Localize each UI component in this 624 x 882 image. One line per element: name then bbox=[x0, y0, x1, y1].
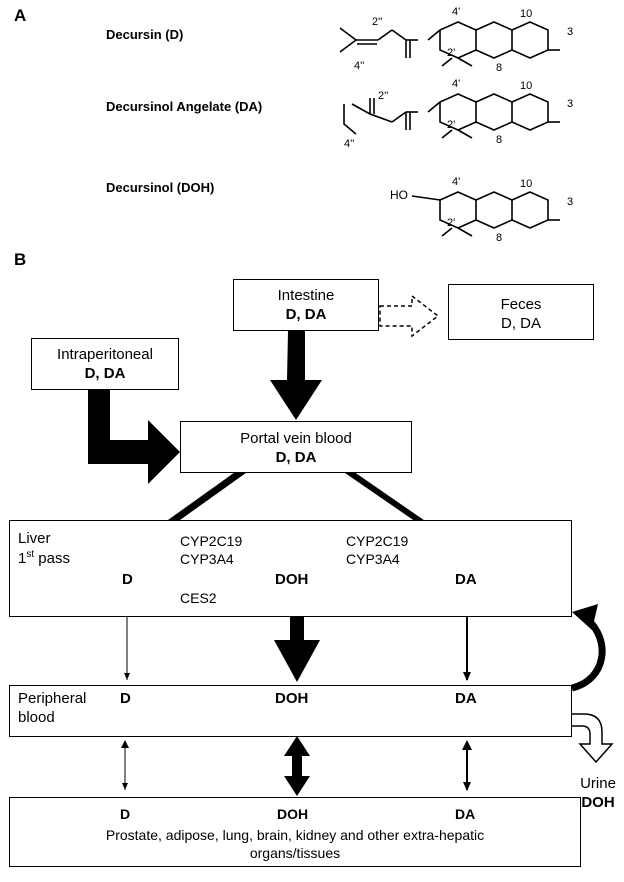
enzyme-label-ces2: CES2 bbox=[180, 590, 217, 606]
intraperitoneal-title: Intraperitoneal bbox=[57, 346, 153, 363]
intraperitoneal-content: D, DA bbox=[84, 365, 126, 382]
intestine-to-portal-arrow bbox=[270, 331, 322, 420]
liver-box bbox=[9, 520, 572, 617]
portal-vein-box: Portal vein blood D, DA bbox=[180, 421, 412, 473]
feces-title: Feces bbox=[500, 296, 542, 313]
enzyme-label-left-1: CYP2C19 bbox=[180, 533, 243, 549]
peripheral-node-d: D bbox=[120, 690, 131, 707]
panel-a-letter: A bbox=[14, 6, 27, 25]
peripheral-title-2: blood bbox=[18, 709, 55, 726]
structure-decursinol bbox=[411, 191, 560, 237]
atom-label: 8 bbox=[496, 134, 503, 146]
feces-box: Feces D, DA bbox=[448, 284, 594, 340]
liver-subtitle-num: 1 bbox=[18, 550, 27, 567]
urine-title: Urine bbox=[580, 775, 616, 792]
compound-name-decursinol-angelate: Decursinol Angelate (DA) bbox=[106, 99, 263, 114]
portal-vein-content: D, DA bbox=[275, 449, 317, 466]
atom-label: 2' bbox=[447, 119, 456, 131]
liver-node-d: D bbox=[122, 571, 133, 588]
intraperitoneal-to-portal-arrow bbox=[88, 388, 180, 484]
portal-vein-title: Portal vein blood bbox=[240, 430, 352, 447]
atom-label: HO bbox=[390, 188, 408, 202]
enzyme-label-left-2: CYP3A4 bbox=[180, 551, 234, 567]
tissues-box bbox=[9, 797, 581, 867]
enzyme-label-right-1: CYP2C19 bbox=[346, 533, 409, 549]
atom-label: 8 bbox=[496, 62, 503, 74]
atom-label: 4' bbox=[452, 78, 461, 90]
tissue-node-d: D bbox=[120, 806, 131, 822]
peripheral-blood-box bbox=[9, 685, 572, 737]
urine-content: DOH bbox=[581, 794, 615, 811]
atom-label: 3 bbox=[567, 196, 574, 208]
peripheral-title-1: Peripheral bbox=[18, 690, 87, 707]
atom-label: 4'' bbox=[354, 60, 365, 72]
atom-label: 2' bbox=[447, 47, 456, 59]
atom-label: 2'' bbox=[372, 16, 383, 28]
tissue-node-doh: DOH bbox=[277, 806, 309, 822]
atom-label: 10 bbox=[520, 80, 533, 92]
atom-label: 4'' bbox=[344, 138, 355, 150]
tissue-node-da: DA bbox=[455, 806, 476, 822]
peripheral-node-da: DA bbox=[455, 690, 477, 707]
atom-label: 2'' bbox=[378, 90, 389, 102]
liver-subtitle: 1st pass bbox=[18, 549, 70, 567]
compound-name-decursin: Decursin (D) bbox=[106, 27, 184, 42]
structure-decursin bbox=[339, 21, 560, 67]
liver-doh-to-peripheral-arrow bbox=[274, 598, 320, 682]
liver-subtitle-sup: st bbox=[26, 549, 35, 560]
atom-label: 2' bbox=[447, 217, 456, 229]
intestine-box: Intestine D, DA bbox=[233, 279, 379, 331]
liver-title: Liver bbox=[18, 530, 51, 547]
tissues-text-line-2: organs/tissues bbox=[249, 845, 341, 861]
atom-label: 3 bbox=[567, 26, 574, 38]
structure-decursinol-angelate bbox=[343, 93, 560, 139]
atom-label: 10 bbox=[520, 8, 533, 20]
feces-hollow-arrow bbox=[379, 294, 440, 338]
recirculation-curve bbox=[570, 615, 606, 692]
compound-name-decursinol: Decursinol (DOH) bbox=[106, 180, 215, 195]
tissues-text-line-1: Prostate, adipose, lung, brain, kidney a… bbox=[105, 827, 485, 843]
atom-label: 4' bbox=[452, 176, 461, 188]
liver-node-da: DA bbox=[455, 571, 477, 588]
atom-label: 4' bbox=[452, 6, 461, 18]
enzyme-label-right-2: CYP3A4 bbox=[346, 551, 400, 567]
atom-label: 10 bbox=[520, 178, 533, 190]
doh-bidirectional-arrow bbox=[284, 736, 310, 796]
intestine-title: Intestine bbox=[277, 287, 335, 304]
atom-label: 8 bbox=[496, 232, 503, 244]
liver-subtitle-rest: pass bbox=[34, 550, 70, 567]
intestine-content: D, DA bbox=[285, 306, 327, 323]
atom-label: 3 bbox=[567, 98, 574, 110]
feces-content: D, DA bbox=[500, 315, 541, 332]
peripheral-node-doh: DOH bbox=[275, 690, 309, 707]
panel-b-letter: B bbox=[14, 250, 27, 269]
intraperitoneal-box: Intraperitoneal D, DA bbox=[31, 338, 179, 390]
liver-node-doh: DOH bbox=[275, 571, 309, 588]
